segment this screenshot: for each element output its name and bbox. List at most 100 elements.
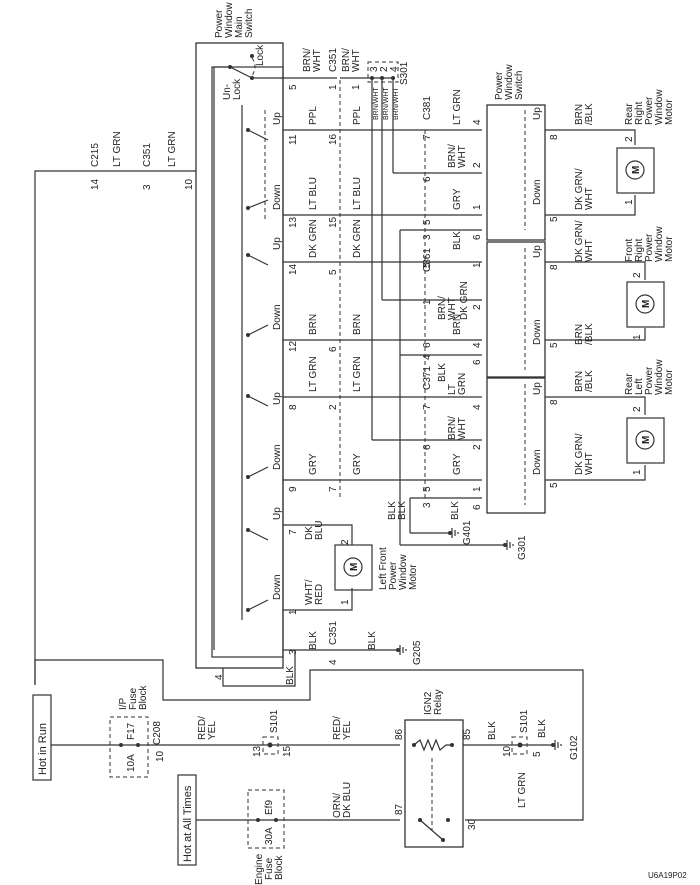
- svg-text:GRY: GRY: [452, 188, 463, 210]
- svg-text:Down: Down: [272, 304, 283, 330]
- svg-text:Window: Window: [224, 2, 235, 38]
- svg-text:Up: Up: [532, 382, 543, 395]
- s301-splice: [367, 61, 399, 83]
- svg-text:C381: C381: [422, 96, 433, 120]
- svg-text:15: 15: [328, 216, 339, 228]
- svg-text:1: 1: [632, 469, 643, 475]
- svg-text:GRY: GRY: [452, 453, 463, 475]
- svg-text:6: 6: [472, 504, 483, 510]
- svg-text:5: 5: [549, 342, 560, 348]
- svg-text:DK GRN: DK GRN: [308, 219, 319, 258]
- svg-text:6: 6: [422, 176, 433, 182]
- svg-text:15: 15: [282, 745, 293, 757]
- rl-window-switch-driver: Up Down: [246, 392, 283, 479]
- svg-text:2: 2: [472, 162, 483, 168]
- s101-splice-b: S101 10 5: [502, 709, 543, 757]
- lt-grn-feed: [34, 170, 196, 685]
- svg-text:DK GRN/: DK GRN/: [574, 168, 585, 210]
- lf-window-switch-driver: Up Down: [246, 110, 283, 220]
- svg-text:Motor: Motor: [664, 236, 675, 262]
- svg-text:C371: C371: [422, 366, 433, 390]
- svg-text:6: 6: [422, 444, 433, 450]
- svg-text:BRN/: BRN/: [302, 48, 313, 72]
- svg-text:Power: Power: [644, 233, 655, 262]
- svg-text:Up: Up: [532, 245, 543, 258]
- svg-text:G102: G102: [569, 735, 580, 760]
- svg-text:Down: Down: [272, 184, 283, 210]
- svg-text:C208: C208: [152, 721, 163, 745]
- svg-text:Window: Window: [398, 554, 409, 590]
- svg-text:4: 4: [214, 674, 225, 680]
- engine-fuse-block: Ef9 30A Engine Fuse Block: [247, 789, 285, 885]
- svg-text:Block: Block: [274, 855, 285, 880]
- svg-text:DK: DK: [304, 526, 315, 540]
- lf-window-switch: Up Down: [246, 507, 283, 612]
- svg-text:WHT: WHT: [584, 239, 595, 262]
- svg-text:5: 5: [422, 486, 433, 492]
- svg-text:Switch: Switch: [244, 9, 255, 38]
- svg-text:PPL: PPL: [352, 106, 363, 125]
- svg-text:WHT: WHT: [312, 49, 323, 72]
- svg-text:1: 1: [632, 334, 643, 340]
- svg-text:F17: F17: [126, 722, 137, 740]
- svg-text:Up: Up: [272, 507, 283, 520]
- svg-text:7: 7: [288, 529, 299, 535]
- svg-text:14: 14: [90, 178, 101, 190]
- svg-text:DK GRN: DK GRN: [459, 281, 470, 320]
- svg-text:Ef9: Ef9: [264, 800, 275, 815]
- svg-text:PPL: PPL: [308, 106, 319, 125]
- svg-text:G205: G205: [412, 640, 423, 665]
- lock-switch: Lock Un- Lock: [214, 44, 283, 100]
- svg-text:BLU: BLU: [314, 521, 325, 540]
- svg-text:M: M: [641, 436, 652, 444]
- svg-text:RED/: RED/: [332, 716, 343, 740]
- svg-text:10: 10: [155, 750, 166, 762]
- svg-text:GRN: GRN: [457, 373, 468, 395]
- svg-text:BRN/: BRN/: [437, 296, 448, 320]
- svg-text:13: 13: [252, 745, 263, 757]
- svg-text:9: 9: [288, 486, 299, 492]
- svg-text:Down: Down: [272, 574, 283, 600]
- svg-text:BLK: BLK: [437, 363, 448, 382]
- rr-motor: M 2 1 Rear Right Power Window Motor: [616, 89, 675, 205]
- svg-text:Switch: Switch: [514, 71, 525, 100]
- svg-text:WHT/: WHT/: [304, 579, 315, 605]
- svg-text:S301: S301: [399, 61, 410, 85]
- svg-text:WHT: WHT: [447, 297, 458, 320]
- svg-text:7: 7: [328, 486, 339, 492]
- svg-text:G301: G301: [517, 535, 528, 560]
- rl-power-window-switch: Up Down: [486, 377, 546, 514]
- svg-text:G401: G401: [462, 520, 473, 545]
- g301-ground: G301: [503, 535, 528, 560]
- svg-text:Window: Window: [654, 226, 665, 262]
- main-switch-inner: [211, 66, 284, 658]
- svg-text:3: 3: [422, 502, 433, 508]
- svg-text:Up: Up: [272, 112, 283, 125]
- svg-text:1: 1: [624, 199, 635, 205]
- svg-text:2: 2: [379, 66, 390, 72]
- svg-text:C351: C351: [142, 143, 153, 167]
- diagram-id: U6A19P02: [648, 871, 687, 880]
- svg-text:M: M: [631, 166, 642, 174]
- svg-text:5: 5: [422, 262, 433, 268]
- fr-motor: M 2 1 Front Right Power Window Motor: [624, 226, 675, 340]
- svg-text:Main: Main: [234, 16, 245, 38]
- main-switch-title: Power Window Main Switch: [214, 2, 255, 38]
- fr-power-window-switch: Up Down: [486, 241, 546, 378]
- svg-text:BRN: BRN: [574, 104, 585, 125]
- svg-text:Hot at All Times: Hot at All Times: [182, 785, 194, 862]
- g205-ground: G205: [396, 640, 423, 665]
- svg-text:Power: Power: [214, 9, 225, 38]
- svg-text:RED: RED: [314, 584, 325, 605]
- svg-text:Down: Down: [532, 449, 543, 475]
- svg-text:2: 2: [472, 444, 483, 450]
- svg-text:BLK: BLK: [450, 501, 461, 520]
- svg-text:LT GRN: LT GRN: [112, 131, 123, 167]
- svg-text:1: 1: [328, 84, 339, 90]
- svg-text:BRN: BRN: [574, 324, 585, 345]
- svg-text:10: 10: [502, 745, 513, 757]
- svg-text:LT GRN: LT GRN: [352, 356, 363, 392]
- svg-text:LT GRN: LT GRN: [167, 131, 178, 167]
- g401-ground: G401: [448, 520, 473, 545]
